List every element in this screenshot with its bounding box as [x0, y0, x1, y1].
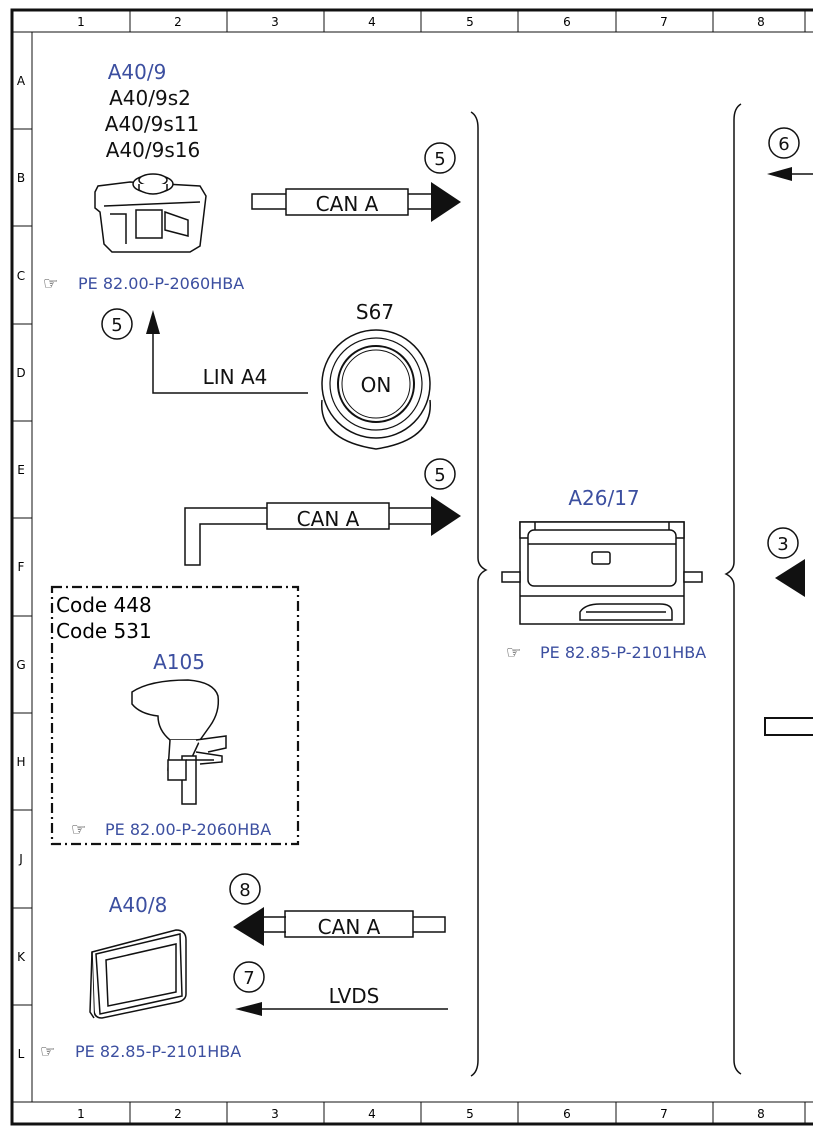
- on-button-icon: [321, 329, 431, 450]
- pointing-hand-icon: ☞: [40, 1042, 55, 1062]
- can-a-middle-connector: CAN A: [184, 496, 461, 566]
- row-label-d: D: [16, 366, 25, 380]
- pointing-hand-icon: ☞: [506, 643, 521, 663]
- col-label-8-bottom: 8: [757, 1107, 765, 1121]
- col-label-3-bottom: 3: [271, 1107, 279, 1121]
- bus-brace-left: [470, 111, 488, 1077]
- row-label-g: G: [16, 658, 25, 672]
- lin-a4-label: LIN A4: [203, 365, 268, 389]
- s67-label: S67: [356, 300, 394, 324]
- a105-ref-text: PE 82.00-P-2060HBA: [105, 820, 271, 839]
- controller-unit-icon: [94, 173, 207, 253]
- lvds-label: LVDS: [329, 984, 380, 1008]
- a40-8-label: A40/8: [109, 893, 168, 917]
- ref-circle-7: 7: [233, 961, 265, 993]
- ref-circle-6: 6: [768, 127, 800, 159]
- a40-8-component: A40/8 ☞ PE 82.85-P-2101HBA: [40, 893, 241, 1062]
- ref-circle-3-num: 3: [777, 534, 788, 555]
- column-ruler-bottom: [129, 1102, 806, 1124]
- ref-circle-5-middle: 5: [424, 458, 456, 490]
- col-label-6: 6: [563, 15, 571, 29]
- column-labels-top: 1 2 3 4 5 6 7 8: [77, 15, 765, 29]
- s67-on-text: ON: [361, 373, 392, 397]
- a105-ref: ☞ PE 82.00-P-2060HBA: [71, 820, 271, 840]
- col-label-6-bottom: 6: [563, 1107, 571, 1121]
- bus-brace-right: [724, 103, 742, 1075]
- col-label-2-bottom: 2: [174, 1107, 182, 1121]
- a40-9s2-label: A40/9s2: [109, 86, 191, 110]
- row-label-c: C: [17, 269, 25, 283]
- row-label-j: J: [18, 852, 23, 866]
- row-ruler-left: [12, 128, 32, 1006]
- display-screen-icon: [89, 929, 187, 1019]
- row-label-l: L: [18, 1047, 25, 1061]
- row-label-b: B: [17, 171, 25, 185]
- ref-circle-5-top-num: 5: [434, 149, 445, 170]
- row-label-a: A: [17, 74, 26, 88]
- can-a-bottom-label: CAN A: [318, 915, 381, 939]
- ref-circle-8: 8: [229, 873, 261, 905]
- right-top-arrow: [767, 167, 813, 181]
- a26-17-ref: ☞ PE 82.85-P-2101HBA: [506, 643, 706, 663]
- column-labels-bottom: 1 2 3 4 5 6 7 8: [77, 1107, 765, 1121]
- can-a-top-label: CAN A: [316, 192, 379, 216]
- selector-lever-icon: [131, 679, 227, 805]
- code-531-label: Code 531: [56, 619, 152, 643]
- ref-circle-6-num: 6: [778, 134, 789, 155]
- row-label-e: E: [17, 463, 25, 477]
- a26-17-ref-text: PE 82.85-P-2101HBA: [540, 643, 706, 662]
- a40-9s11-label: A40/9s11: [105, 112, 199, 136]
- ref-circle-5-middle-num: 5: [434, 465, 445, 486]
- a40-9-ref-text: PE 82.00-P-2060HBA: [78, 274, 244, 293]
- a40-9s16-label: A40/9s16: [106, 138, 200, 162]
- col-label-1: 1: [77, 15, 85, 29]
- a40-9-ref: ☞ PE 82.00-P-2060HBA: [43, 274, 244, 294]
- s67-component: S67 ON: [321, 300, 431, 450]
- col-label-5-bottom: 5: [466, 1107, 474, 1121]
- col-label-1-bottom: 1: [77, 1107, 85, 1121]
- row-labels-left: A B C D E F G H J K L: [16, 74, 26, 1061]
- right-lower-connector-stub: [764, 717, 813, 736]
- lin-a4-connection: LIN A4: [146, 310, 308, 394]
- col-label-8: 8: [757, 15, 765, 29]
- right-mid-arrow: [775, 559, 805, 597]
- a105-component: Code 448 Code 531 A105 ☞ PE 82.00-P-2060…: [50, 585, 300, 846]
- a26-17-label: A26/17: [568, 486, 639, 510]
- can-a-middle-label: CAN A: [297, 507, 360, 531]
- ref-circle-5-lin: 5: [101, 308, 133, 340]
- col-label-5: 5: [466, 15, 474, 29]
- a40-8-ref: ☞ PE 82.85-P-2101HBA: [40, 1042, 241, 1062]
- ref-circle-3: 3: [767, 527, 799, 559]
- can-a-bottom-connector: CAN A: [233, 907, 446, 946]
- ref-circle-5-lin-num: 5: [111, 315, 122, 336]
- control-panel-icon: [501, 521, 703, 625]
- lvds-connection: LVDS: [235, 984, 448, 1016]
- row-label-k: K: [17, 950, 26, 964]
- col-label-7: 7: [660, 15, 668, 29]
- ref-circle-5-top: 5: [424, 142, 456, 174]
- can-a-top-connector: CAN A: [251, 182, 461, 222]
- row-label-f: F: [18, 560, 25, 574]
- col-label-3: 3: [271, 15, 279, 29]
- column-ruler-top: [129, 10, 806, 32]
- pointing-hand-icon: ☞: [43, 274, 58, 294]
- ref-circle-7-num: 7: [243, 968, 254, 989]
- col-label-7-bottom: 7: [660, 1107, 668, 1121]
- col-label-4: 4: [368, 15, 376, 29]
- a40-9-label: A40/9: [108, 60, 167, 84]
- row-label-h: H: [16, 755, 25, 769]
- a40-9-component: A40/9 A40/9s2 A40/9s11 A40/9s16 ☞ PE 82.…: [43, 60, 244, 294]
- pointing-hand-icon: ☞: [71, 820, 86, 840]
- frame: [10, 8, 813, 1126]
- col-label-4-bottom: 4: [368, 1107, 376, 1121]
- code-448-label: Code 448: [56, 593, 152, 617]
- a40-8-ref-text: PE 82.85-P-2101HBA: [75, 1042, 241, 1061]
- ref-circle-8-num: 8: [239, 880, 250, 901]
- a105-label: A105: [153, 650, 205, 674]
- col-label-2: 2: [174, 15, 182, 29]
- a26-17-component: A26/17 ☞ PE 82.85-P-2101HBA: [501, 486, 706, 663]
